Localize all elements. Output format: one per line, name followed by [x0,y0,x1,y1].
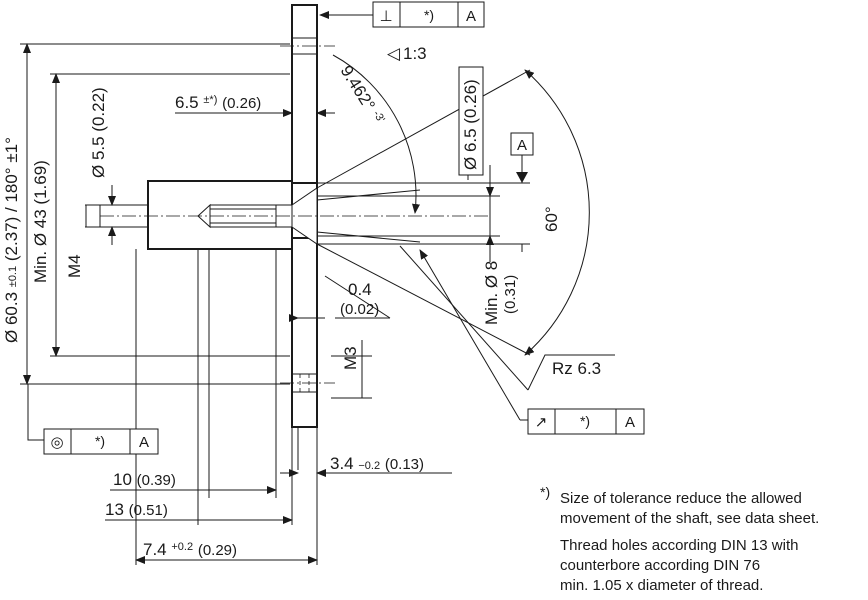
dim-m3: M3 [341,346,360,370]
svg-text:*): *) [580,413,590,429]
dim-dia-60-3: Ø 60.3 ±0.1 (2.37) / 180° ±1° [1,137,21,343]
roughness-rz: Rz 6.3 [552,359,601,378]
dim-min-dia-8: Min. Ø 8 [482,261,501,325]
svg-text:A: A [139,434,149,451]
flange-bottom-section [291,237,318,428]
datum-a-marker: A [510,132,534,183]
note-star: *) [540,484,550,500]
dim-dia-5-5: Ø 5.5 (0.22) [89,87,108,178]
note-line-3: Thread holes according DIN 13 with [560,537,798,554]
svg-text:1:3: 1:3 [403,44,427,63]
svg-text:◁: ◁ [387,44,401,63]
note-line-2: movement of the shaft, see data sheet. [560,510,819,527]
note-line-1: Size of tolerance reduce the allowed [560,490,802,507]
svg-text:↗: ↗ [535,414,548,431]
dim-0-4: 0.4 [348,280,372,299]
note-line-5: min. 1.05 x diameter of thread. [560,577,763,594]
dim-min-dia-43: Min. Ø 43 (1.69) [31,160,50,283]
dimension-lines [23,11,615,564]
svg-text:A: A [625,414,635,431]
dimension-texts: Ø 60.3 ±0.1 (2.37) / 180° ±1° Min. Ø 43 … [1,44,601,559]
note-line-4: counterbore according DIN 76 [560,557,760,574]
dim-13: 13 (0.51) [105,500,168,519]
dim-dia-6-5-box: Ø 6.5 (0.26) [458,66,484,176]
dim-angle-9-462: 9.462° -3' [337,62,388,128]
svg-text:*): *) [95,433,105,449]
flange-top-section [291,4,318,184]
svg-text:*): *) [424,7,434,23]
dim-7-4: 7.4 +0.2 (0.29) [143,535,237,559]
dim-angle-60: 60° [542,206,561,232]
part-geometry [100,4,490,428]
taper-callout: ◁ 1:3 [387,44,427,63]
dim-0-4-inch: (0.02) [340,301,379,318]
extension-lines [20,43,530,565]
svg-text:Ø 6.5 (0.26): Ø 6.5 (0.26) [461,79,480,170]
svg-text:⊥: ⊥ [379,8,392,25]
svg-text:A: A [466,8,476,25]
dim-m4: M4 [65,254,84,278]
dim-3-4: 3.4 −0.2 (0.13) [330,454,424,473]
dim-min-dia-8-inch: (0.31) [502,275,519,314]
fcf-perpendicularity: ⊥ *) A [372,1,485,28]
fcf-runout: ↗ *) A [527,408,645,435]
dim-6-5: 6.5 ±*) (0.26) [175,88,261,112]
notes-block: *) Size of tolerance reduce the allowed … [540,484,819,594]
fcf-concentricity: ◎ *) A [43,428,159,455]
dim-10: 10 (0.39) [113,470,176,489]
svg-text:◎: ◎ [50,434,63,451]
svg-text:A: A [517,137,527,154]
